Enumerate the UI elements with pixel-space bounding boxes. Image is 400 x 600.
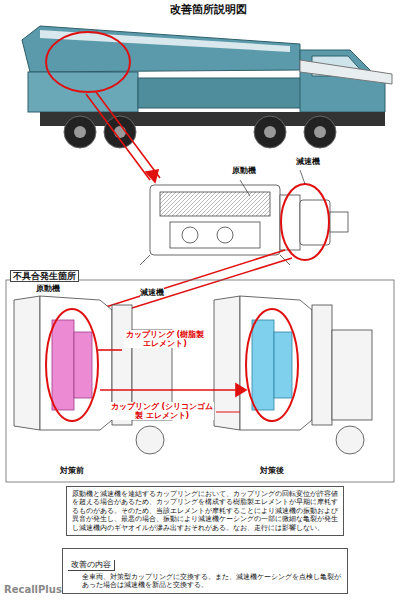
section-after (214, 296, 372, 454)
part-label: 原動機 (232, 166, 256, 175)
box-text: 全車両、対策型カップリングに交換する。また、減速機ケーシングを点検し亀裂があった… (68, 573, 342, 590)
improvement-box: 改善の内容全車両、対策型カップリングに交換する。また、減速機ケーシングを点検し亀… (62, 548, 348, 594)
coupling-label: カップリング (シリコンゴム製 エレメント) (110, 402, 214, 420)
crane (22, 26, 392, 148)
section-heading: 不具合発生箇所 (10, 270, 79, 282)
part-label: 減速機 (296, 157, 320, 166)
state-label: 対策前 (60, 466, 84, 475)
title: 改善箇所説明図 (170, 4, 247, 17)
watermark: RecallPlus (4, 584, 62, 596)
description-box: 原動機と減速機を連結するカップリングにおいて、カップリングの回転変位が許容値を超… (66, 486, 344, 536)
state-label: 対策後 (260, 466, 284, 475)
coupling-label: カップリング (樹脂製 エレメント) (124, 330, 206, 348)
part-label: 減速機 (140, 288, 164, 297)
engine (140, 185, 348, 265)
box-heading: 改善の内容 (68, 560, 115, 571)
section-before (14, 296, 172, 454)
part-label: 原動機 (36, 284, 60, 293)
pointer-arrow (86, 92, 160, 182)
box-text: 原動機と減速機を連結するカップリングにおいて、カップリングの回転変位が許容値を超… (72, 490, 338, 532)
